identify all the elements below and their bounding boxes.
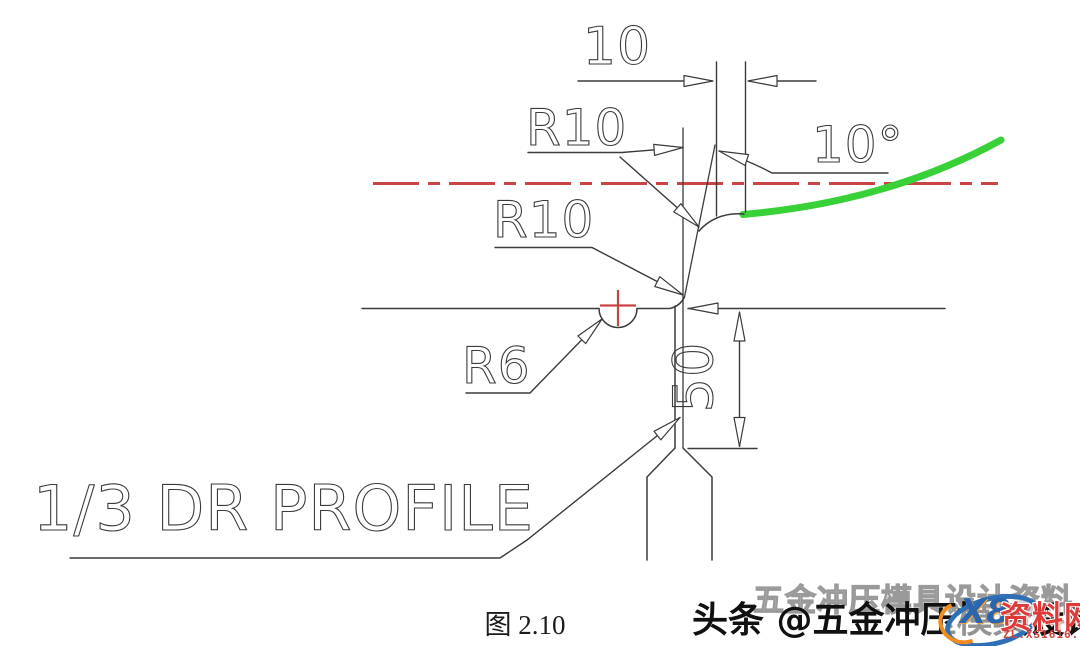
centerline-group <box>373 182 998 326</box>
arrowhead-r10-mid <box>654 276 684 296</box>
highlighted-surface-line <box>739 136 1005 218</box>
watermark-logo: X8 <box>932 584 1048 646</box>
arrowhead-r10-top-b <box>673 203 700 228</box>
arrowhead-dim10-left <box>683 74 714 88</box>
draft-wall-line <box>683 144 716 298</box>
profile-note-label: 1/3 DR PROFILE <box>33 472 534 545</box>
relief-right-line <box>682 447 713 561</box>
arrowhead-r10-top-a <box>653 143 684 156</box>
mid-radius-label: R10 <box>493 191 594 249</box>
watermark-site-url: ZL.XS1616.COM <box>1003 628 1080 641</box>
top-radius-label: R10 <box>526 99 627 157</box>
arrowhead-dim50-bottom <box>733 416 746 448</box>
dimension-lines <box>69 61 889 559</box>
arrowhead-angle <box>718 150 750 166</box>
draft-angle-label: 10° <box>812 116 904 174</box>
notch-radius-label: R6 <box>462 337 531 395</box>
top-radius-curve <box>698 213 745 232</box>
profile-note-leader <box>69 416 681 559</box>
radius-center-cross <box>600 290 636 326</box>
arrowhead-profile-note <box>653 416 681 441</box>
figure-caption: 图 2.10 <box>484 610 566 640</box>
arrowheads <box>577 74 778 448</box>
land-depth-label: 50 <box>662 342 725 413</box>
r6-notch-arc <box>598 307 638 329</box>
r10-mid-leader <box>494 246 684 296</box>
logo-letters: X8 <box>960 592 1010 632</box>
r6-leader <box>465 318 603 394</box>
arrowhead-r6 <box>577 318 603 345</box>
watermark-site-name: 资料网 <box>1000 600 1080 636</box>
arrowhead-dim50-top <box>733 311 746 342</box>
die-profile-outline <box>361 127 946 561</box>
die-face-mid-line <box>636 296 686 310</box>
width-dim-label: 10 <box>583 17 651 77</box>
arrowhead-face-edge <box>688 302 719 315</box>
arrowhead-dim10-right <box>747 74 778 88</box>
relief-left-line <box>646 447 676 561</box>
